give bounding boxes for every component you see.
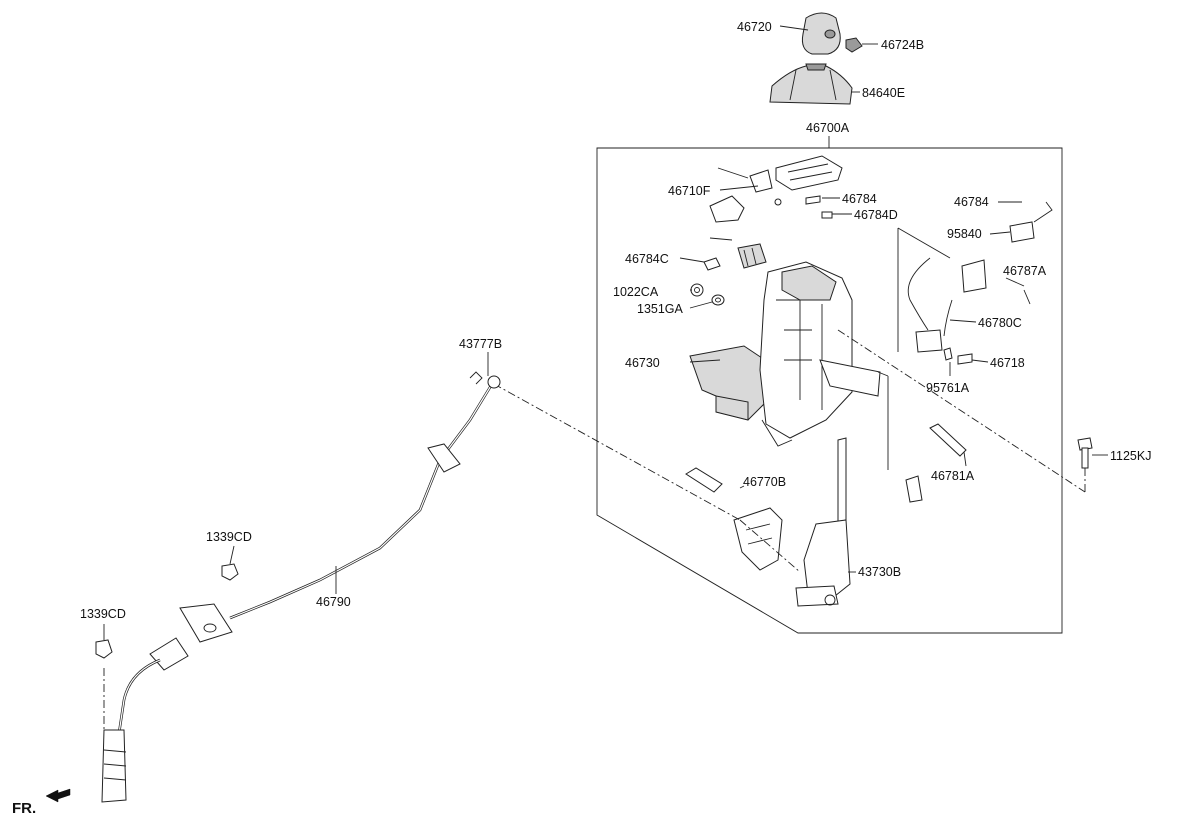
- label-46730: 46730: [625, 356, 660, 370]
- label-46770B: 46770B: [743, 475, 786, 489]
- label-1125KJ: 1125KJ: [1110, 449, 1151, 463]
- label-46724B: 46724B: [881, 38, 924, 52]
- shift-lever-housing-part: [689, 261, 881, 447]
- clip-43777B-part: [469, 371, 483, 385]
- pin-rod-part: [877, 371, 967, 503]
- label-46781A: 46781A: [931, 469, 975, 483]
- sensor-harness-part: [897, 201, 1053, 365]
- label-43777B: 43777B: [459, 337, 502, 351]
- label-46720: 46720: [737, 20, 772, 34]
- front-direction-label: FR.: [12, 800, 36, 817]
- cable-bracket-part: [685, 467, 783, 571]
- solenoid-part: [703, 237, 767, 271]
- label-46790: 46790: [316, 595, 351, 609]
- shift-lever-part: [795, 437, 851, 607]
- label-84640E: 84640E: [862, 86, 905, 100]
- front-arrow-icon: [45, 788, 71, 803]
- label-46718: 46718: [990, 356, 1025, 370]
- label-46787A: 46787A: [1003, 264, 1047, 278]
- label-1339CD-lower: 1339CD: [80, 607, 126, 621]
- label-46784-upper: 46784: [842, 192, 877, 206]
- nut-1339CD-upper-part: [221, 563, 239, 581]
- label-1339CD-upper: 1339CD: [206, 530, 252, 544]
- label-95761A: 95761A: [926, 381, 970, 395]
- knob-button-part: [845, 37, 863, 53]
- detent-bracket-part: [709, 167, 833, 223]
- nut-1339CD-lower-part: [95, 639, 113, 659]
- shift-knob-part: [801, 12, 841, 55]
- shift-cable-part: [101, 375, 501, 803]
- washer-1351GA-part: [711, 294, 725, 306]
- indicator-cover-part: [775, 155, 843, 191]
- bolt-1125KJ-part: [1077, 437, 1093, 492]
- assembly-boundary: [596, 147, 1063, 634]
- label-46784-right: 46784: [954, 195, 989, 209]
- label-1022CA: 1022CA: [613, 285, 659, 299]
- shift-boot-part: [769, 63, 853, 105]
- label-46700A: 46700A: [806, 121, 850, 135]
- label-46710F: 46710F: [668, 184, 711, 198]
- label-95840: 95840: [947, 227, 982, 241]
- label-1351GA: 1351GA: [637, 302, 684, 316]
- nut-1022CA-part: [690, 283, 704, 297]
- label-46780C: 46780C: [978, 316, 1022, 330]
- label-46784D: 46784D: [854, 208, 898, 222]
- label-43730B: 43730B: [858, 565, 901, 579]
- label-46784C: 46784C: [625, 252, 669, 266]
